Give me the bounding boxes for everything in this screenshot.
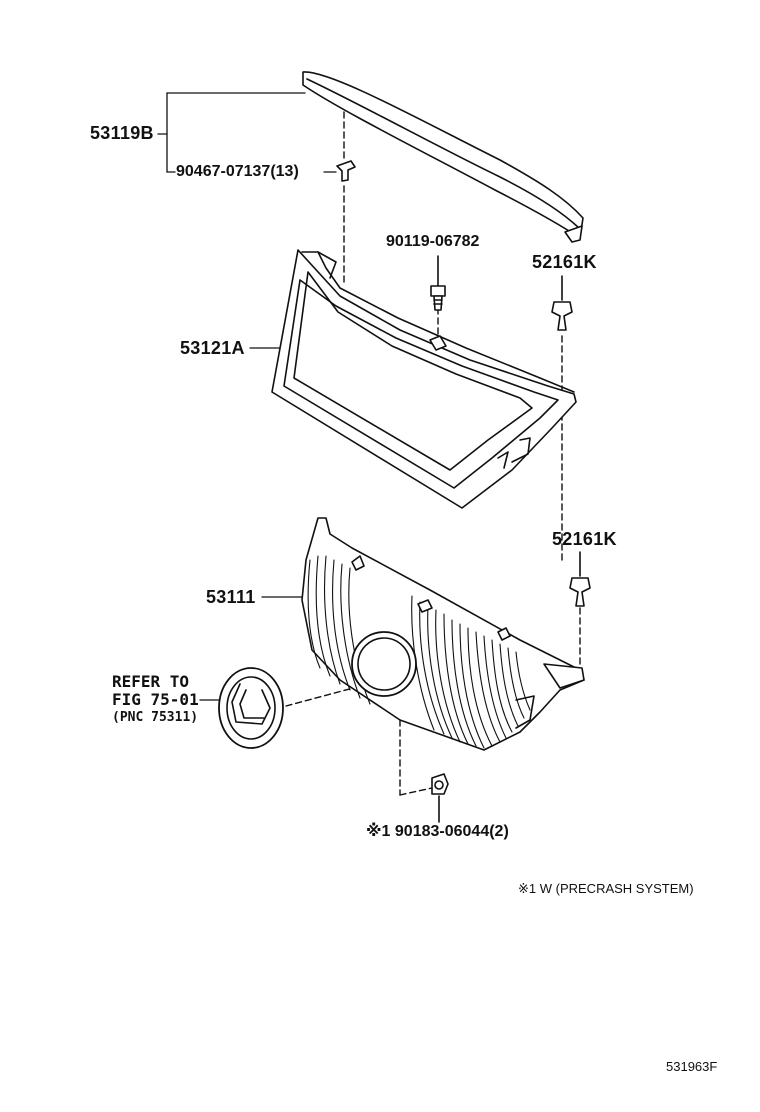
grille-frame-53121a — [271, 249, 577, 509]
label-52161k-top: 52161K — [532, 252, 597, 272]
label-53119b: 53119B — [90, 123, 154, 143]
leader-53119b — [157, 92, 337, 173]
footnote: ※1 W (PRECRASH SYSTEM) — [518, 881, 694, 896]
label-53111: 53111 — [206, 587, 256, 607]
label-53121a: 53121A — [180, 338, 245, 358]
label-90119-06782: 90119-06782 — [386, 233, 480, 250]
clip-52161k-top-icon — [551, 275, 573, 331]
clip-90467-icon — [336, 160, 356, 182]
refer-line-2: FIG 75-01 — [112, 690, 199, 709]
grille-53111 — [301, 517, 585, 751]
label-52161k-bottom: 52161K — [552, 529, 617, 549]
figure-id: 531963F — [666, 1059, 718, 1074]
refer-line-1: REFER TO — [112, 672, 190, 691]
bolt-90119-icon — [430, 255, 446, 311]
emblem-icon — [218, 667, 284, 749]
clip-52161k-bottom-icon — [569, 551, 591, 607]
label-90467-07137: 90467-07137(13) — [176, 163, 299, 180]
refer-line-3: (PNC 75311) — [112, 710, 199, 725]
molding-strip-53119b — [302, 71, 584, 243]
label-90183-06044: ※1 90183-06044(2) — [366, 823, 509, 840]
nut-90183-icon — [431, 773, 449, 823]
